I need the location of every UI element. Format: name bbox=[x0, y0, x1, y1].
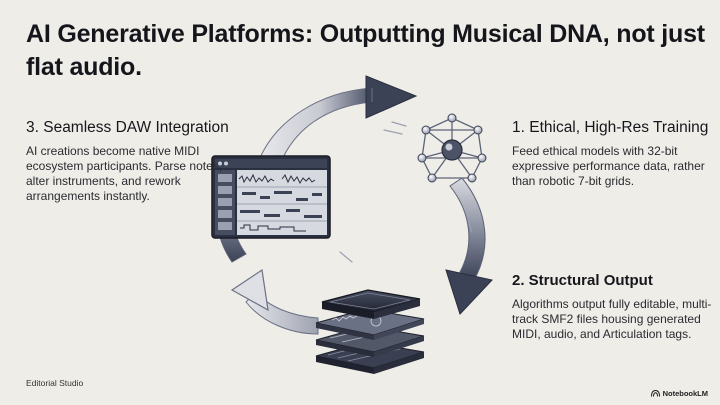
arrow-right bbox=[445, 177, 493, 315]
step-1: 1. Ethical, High-Res Training Feed ethic… bbox=[512, 118, 712, 189]
arrow-top bbox=[255, 75, 418, 171]
step-2: 2. Structural Output Algorithms output f… bbox=[512, 271, 712, 342]
step-2-heading: 2. Structural Output bbox=[512, 272, 653, 289]
layered-files-icon bbox=[315, 289, 425, 374]
footer-credit: Editorial Studio bbox=[26, 378, 84, 388]
step-3-body: AI creations become native MIDI ecosyste… bbox=[26, 144, 223, 203]
step-2-body: Algorithms output fully editable, multi-… bbox=[512, 297, 712, 341]
page-title: AI Generative Platforms: Outputting Musi… bbox=[26, 20, 705, 81]
neural-network-icon bbox=[417, 113, 487, 183]
step-1-heading: 1. Ethical, High-Res Training bbox=[512, 119, 709, 136]
footer-brand: NotebookLM bbox=[650, 389, 708, 398]
step-1-body: Feed ethical models with 32-bit expressi… bbox=[512, 144, 705, 188]
footer-brand-label: NotebookLM bbox=[662, 389, 708, 398]
arrow-bottom bbox=[230, 268, 319, 335]
step-3: 3. Seamless DAW Integration AI creations… bbox=[26, 118, 236, 204]
motion-lines bbox=[339, 121, 473, 263]
notebooklm-logo-icon bbox=[650, 389, 660, 397]
step-3-heading: 3. Seamless DAW Integration bbox=[26, 119, 229, 136]
daw-window-icon bbox=[211, 155, 331, 239]
